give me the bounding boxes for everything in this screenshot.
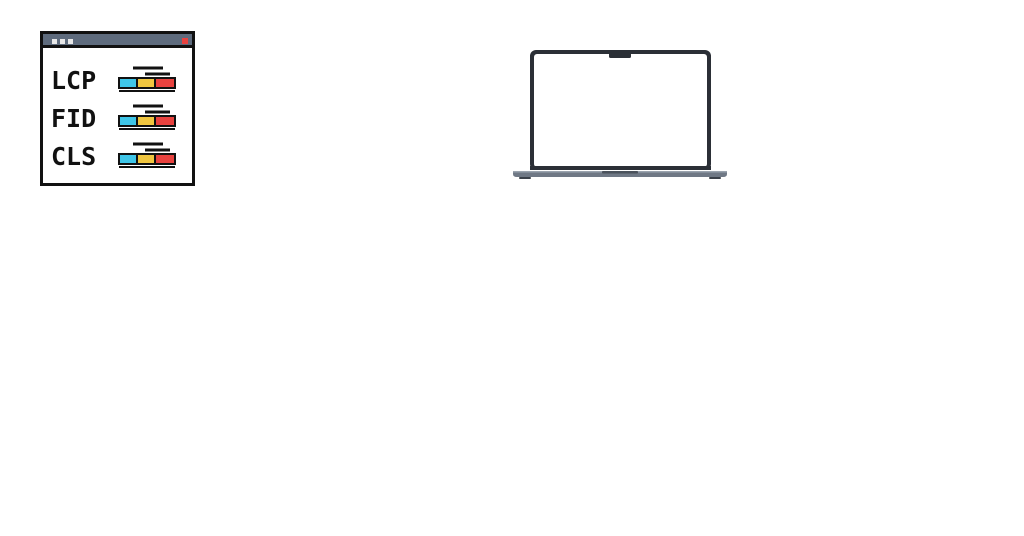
laptop-icon xyxy=(511,48,729,182)
metric-bars-cls xyxy=(118,142,176,168)
core-web-vitals-browser-icon: LCP FID CLS xyxy=(40,31,195,186)
metric-label-fid: FID xyxy=(51,104,96,133)
titlebar-dot xyxy=(60,39,65,44)
titlebar-dot xyxy=(52,39,57,44)
titlebar-dot xyxy=(68,39,73,44)
metric-bars-lcp xyxy=(118,66,176,92)
laptop-screen xyxy=(534,54,707,167)
metric-label-cls: CLS xyxy=(51,142,96,171)
close-dot xyxy=(182,38,188,44)
metric-label-lcp: LCP xyxy=(51,66,96,95)
metric-bars-fid xyxy=(118,104,176,130)
window-titlebar xyxy=(43,34,192,46)
laptop-notch xyxy=(609,53,631,58)
